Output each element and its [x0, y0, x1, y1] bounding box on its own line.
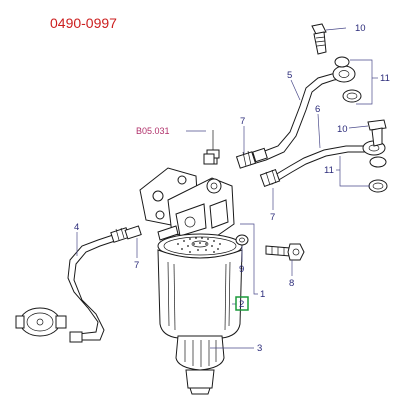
- callout-7-upper[interactable]: 7: [240, 116, 245, 127]
- callout-10-upper[interactable]: 10: [355, 23, 366, 34]
- callout-7-left[interactable]: 7: [134, 260, 139, 271]
- callout-4[interactable]: 4: [74, 222, 79, 233]
- callout-1[interactable]: 1: [260, 289, 265, 300]
- hollow-bolt: [265, 243, 305, 261]
- callout-11-lower[interactable]: 11: [324, 165, 334, 176]
- callout-11-upper[interactable]: 11: [380, 73, 390, 84]
- leader-lines: [76, 27, 378, 349]
- reference-code[interactable]: B05.031: [136, 126, 170, 136]
- hose-clip: [203, 153, 215, 165]
- callout-5[interactable]: 5: [287, 70, 292, 81]
- callout-7-middle[interactable]: 7: [270, 212, 275, 223]
- fuel-hose-left: [67, 225, 142, 343]
- primer-pump: [15, 307, 67, 337]
- callout-2[interactable]: 2: [239, 299, 244, 310]
- callout-9[interactable]: 9: [239, 264, 244, 275]
- banjo-bolt-upper: [311, 23, 327, 55]
- filter-head-bracket: [139, 167, 235, 241]
- part-number-title: 0490-0997: [50, 15, 117, 31]
- banjo-fitting-upper: [332, 56, 362, 103]
- highlight-box: [235, 296, 249, 311]
- callout-10-lower[interactable]: 10: [337, 124, 348, 135]
- banjo-fitting-lower: [362, 140, 388, 193]
- callout-3[interactable]: 3: [257, 343, 262, 354]
- filter-cartridge: [157, 233, 243, 395]
- callout-6[interactable]: 6: [315, 104, 320, 115]
- callout-8[interactable]: 8: [289, 278, 294, 289]
- sealing-washer: [235, 234, 249, 246]
- banjo-bolt-lower: [367, 119, 387, 147]
